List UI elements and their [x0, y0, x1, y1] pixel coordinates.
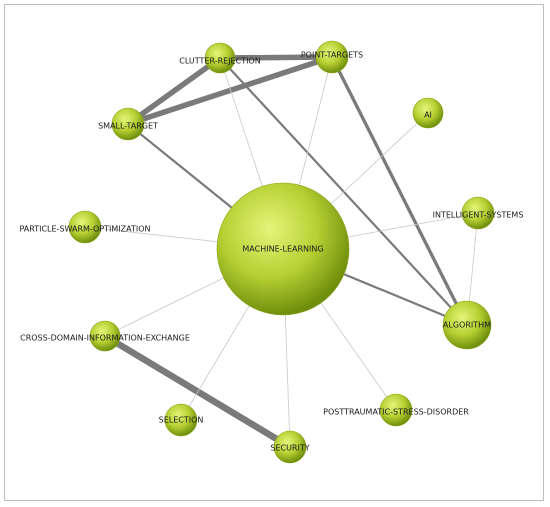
- node-label-algorithm: ALGORITHM: [443, 321, 491, 330]
- edge-point-targets-algorithm: [330, 55, 469, 327]
- node-point-targets[interactable]: [315, 40, 349, 74]
- edge-small-target-clutter-rejection: [125, 55, 223, 127]
- edge-clutter-rejection-algorithm: [218, 56, 469, 327]
- node-label-small-target: SMALL-TARGET: [98, 122, 158, 131]
- node-label-machine-learning: MACHINE-LEARNING: [242, 245, 323, 254]
- node-posttraumatic-stress-disorder[interactable]: [379, 393, 413, 427]
- node-label-particle-swarm-optimization: PARTICLE-SWARM-OPTIMIZATION: [19, 225, 150, 234]
- node-ai[interactable]: [412, 97, 444, 129]
- node-clutter-rejection[interactable]: [204, 42, 236, 74]
- node-small-target[interactable]: [111, 107, 145, 141]
- edge-cross-domain-information-exchange-security: [101, 332, 294, 451]
- node-algorithm[interactable]: [442, 300, 492, 350]
- node-intelligent-systems[interactable]: [461, 196, 495, 230]
- node-security[interactable]: [273, 430, 307, 464]
- node-label-security: SECURITY: [270, 444, 309, 453]
- node-label-point-targets: POINT-TARGETS: [301, 51, 363, 60]
- node-label-posttraumatic-stress-disorder: POSTTRAUMATIC-STRESS-DISORDER: [323, 408, 469, 417]
- node-label-intelligent-systems: INTELLIGENT-SYSTEMS: [433, 211, 524, 220]
- edge-small-target-point-targets: [125, 54, 335, 127]
- node-label-cross-domain-information-exchange: CROSS-DOMAIN-INFORMATION-EXCHANGE: [20, 334, 190, 343]
- node-label-ai: AI: [424, 111, 432, 120]
- node-particle-swarm-optimization[interactable]: [68, 210, 102, 244]
- labels-layer: MACHINE-LEARNING ALGORITHM POINT-TARGETS CL…: [19, 51, 523, 453]
- node-machine-learning[interactable]: [216, 182, 350, 316]
- node-label-clutter-rejection: CLUTTER-REJECTION: [179, 57, 260, 66]
- nodes-layer: [68, 40, 495, 464]
- node-selection[interactable]: [164, 403, 198, 437]
- node-label-selection: SELECTION: [159, 416, 204, 425]
- edge-clutter-rejection-point-targets: [217, 54, 335, 61]
- node-cross-domain-information-exchange[interactable]: [89, 320, 121, 352]
